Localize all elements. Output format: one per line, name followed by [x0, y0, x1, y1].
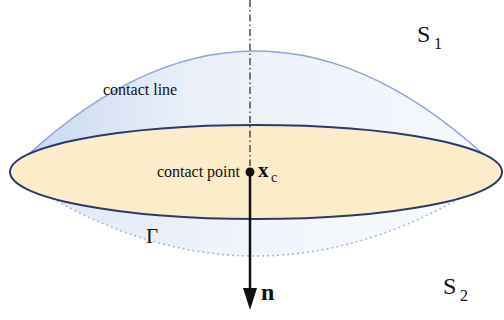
region-label: contact line — [103, 82, 177, 98]
symbol-label: x — [258, 160, 269, 181]
point-label: contact point — [157, 164, 240, 180]
symbol-label: Γ — [146, 226, 158, 247]
subscript: 2 — [460, 288, 468, 304]
contact-point-dot — [246, 168, 255, 177]
contact-disc — [10, 125, 502, 219]
normal-arrow — [249, 172, 252, 290]
subscript: 1 — [434, 36, 442, 52]
arrow-head — [243, 288, 257, 310]
surface-label: S — [443, 274, 456, 298]
surface-label: S — [417, 22, 430, 46]
subscript: c — [271, 171, 277, 185]
axis-line — [249, 0, 250, 166]
vector-label: n — [261, 280, 274, 304]
